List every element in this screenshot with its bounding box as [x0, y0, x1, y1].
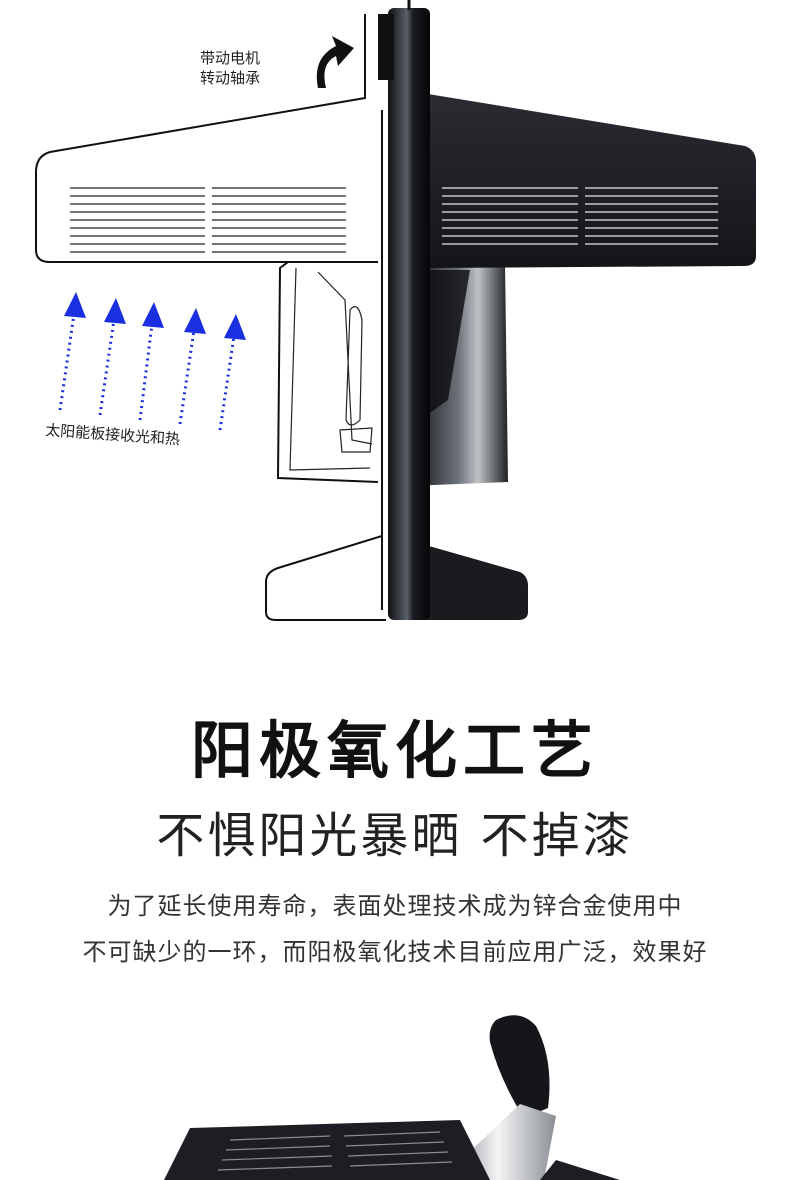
left-fuselage-outline [276, 261, 379, 483]
central-pole [388, 8, 430, 620]
left-tail-outline [265, 535, 386, 621]
motor-label-line2: 转动轴承 [200, 69, 261, 87]
dark-wing [164, 1120, 490, 1180]
description-line-1: 为了延长使用寿命，表面处理技术成为锌合金使用中 [107, 892, 683, 920]
page-title: 阳极氧化工艺 [190, 714, 599, 787]
right-solar-lines [442, 187, 718, 245]
right-wing-panel [428, 94, 756, 268]
up-arrow-icon [58, 292, 246, 431]
left-solar-lines [70, 187, 346, 253]
product-photo [164, 1015, 620, 1180]
airplane-diagram [35, 0, 756, 621]
page-subtitle: 不惧阳光暴晒 不掉漆 [156, 808, 634, 864]
description-line-2: 不可缺少的一环，而阳极氧化技术目前应用广泛，效果好 [82, 938, 708, 966]
right-tail-panel [408, 540, 528, 620]
propeller-blade [489, 1015, 550, 1118]
motor-callout: 带动电机 转动轴承 [200, 48, 260, 88]
motor-label-line1: 带动电机 [200, 49, 261, 67]
curved-arrow-icon [316, 36, 354, 88]
left-wing-outline [35, 14, 378, 263]
